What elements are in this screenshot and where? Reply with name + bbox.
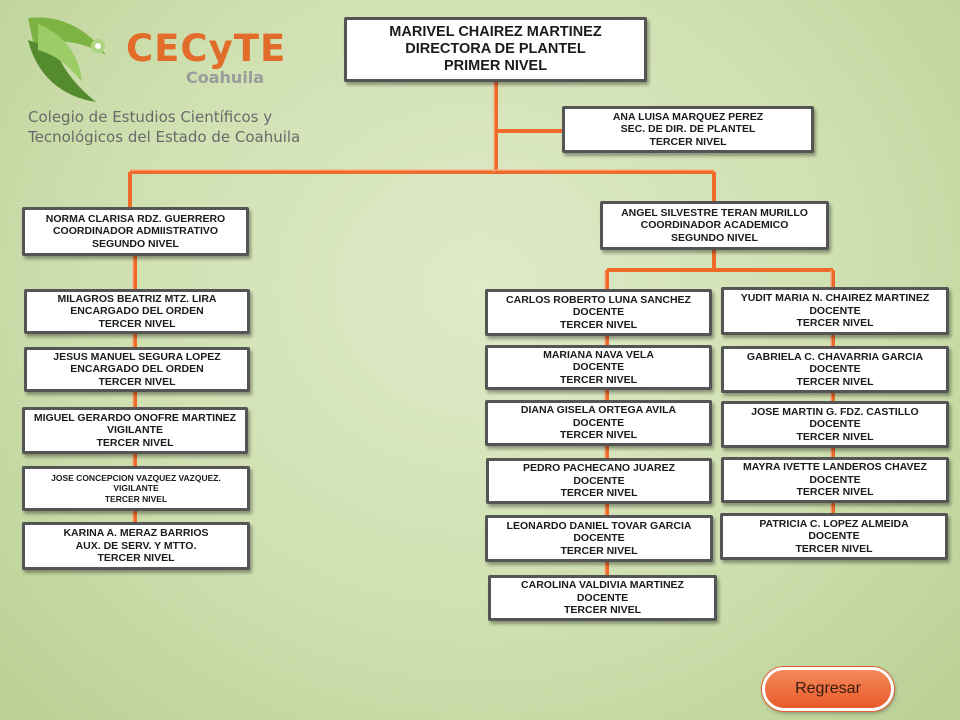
node-level: TERCER NIVEL	[104, 493, 168, 504]
org-node-teacher: PEDRO PACHECANO JUAREZ DOCENTE TERCER NI…	[486, 458, 712, 504]
node-role: DOCENTE	[576, 591, 629, 604]
node-name: MIGUEL GERARDO ONOFRE MARTINEZ	[33, 411, 237, 424]
node-name: PATRICIA C. LOPEZ ALMEIDA	[759, 517, 909, 530]
node-level: TERCER NIVEL	[796, 317, 874, 330]
org-node-director: MARIVEL CHAIREZ MARTINEZ DIRECTORA DE PL…	[344, 17, 647, 82]
node-name: MILAGROS BEATRIZ MTZ. LIRA	[57, 292, 217, 305]
org-node-teacher: LEONARDO DANIEL TOVAR GARCIA DOCENTE TER…	[485, 515, 713, 562]
back-button[interactable]: Regresar	[762, 667, 894, 711]
node-role: ENCARGADO DEL ORDEN	[70, 305, 204, 318]
node-level: TERCER NIVEL	[559, 373, 637, 386]
cecyte-logo: CECyTE Coahuila Colegio de Estudios Cien…	[18, 10, 300, 150]
node-name: JOSE MARTIN G. FDZ. CASTILLO	[751, 405, 919, 418]
org-node-teacher: YUDIT MARIA N. CHAIREZ MARTINEZ DOCENTE …	[721, 287, 949, 335]
org-node-admin-staff: KARINA A. MERAZ BARRIOS AUX. DE SERV. Y …	[22, 522, 250, 570]
org-node-academic-coordinator: ANGEL SILVESTRE TERAN MURILLO COORDINADO…	[600, 201, 829, 250]
node-name: GABRIELA C. CHAVARRIA GARCIA	[746, 350, 924, 363]
node-role: DOCENTE	[573, 532, 625, 545]
org-node-teacher: PATRICIA C. LOPEZ ALMEIDA DOCENTE TERCER…	[720, 513, 948, 560]
org-node-admin-staff: JESUS MANUEL SEGURA LOPEZ ENCARGADO DEL …	[24, 347, 250, 392]
org-node-teacher: JOSE MARTIN G. FDZ. CASTILLO DOCENTE TER…	[721, 401, 949, 448]
institution-line: Tecnológicos del Estado de Coahuila	[28, 128, 301, 146]
node-role: VIGILANTE	[113, 483, 159, 494]
node-level: TERCER NIVEL	[559, 318, 637, 331]
node-role: DOCENTE	[573, 474, 625, 487]
institution-name: Colegio de Estudios Científicos y Tecnol…	[28, 107, 301, 147]
org-node-teacher: GABRIELA C. CHAVARRIA GARCIA DOCENTE TER…	[721, 346, 949, 393]
org-node-admin-coordinator: NORMA CLARISA RDZ. GUERRERO COORDINADOR …	[22, 207, 249, 256]
node-role: SEC. DE DIR. DE PLANTEL	[620, 123, 756, 136]
node-role: DIRECTORA DE PLANTEL	[405, 41, 586, 57]
node-name: MARIANA NAVA VELA	[543, 348, 654, 361]
node-name: MAYRA IVETTE LANDEROS CHAVEZ	[743, 461, 927, 474]
node-level: TERCER NIVEL	[796, 486, 874, 499]
org-node-admin-staff: MIGUEL GERARDO ONOFRE MARTINEZ VIGILANTE…	[22, 407, 248, 454]
node-name: JOSE CONCEPCION VAZQUEZ VAZQUEZ.	[51, 472, 221, 483]
cecyte-emblem-icon	[28, 17, 106, 102]
node-role: ENCARGADO DEL ORDEN	[70, 363, 204, 376]
node-name: PEDRO PACHECANO JUAREZ	[522, 462, 676, 475]
node-name: CARLOS ROBERTO LUNA SANCHEZ	[506, 293, 691, 306]
node-name: CAROLINA VALDIVIA MARTINEZ	[521, 579, 684, 592]
node-level: TERCER NIVEL	[563, 604, 641, 617]
node-name: JESUS MANUEL SEGURA LOPEZ	[53, 350, 221, 363]
node-role: COORDINADOR ADMIISTRATIVO	[52, 225, 219, 238]
node-role: AUX. DE SERV. Y MTTO.	[75, 539, 197, 552]
node-role: DOCENTE	[809, 418, 861, 431]
org-node-teacher: MAYRA IVETTE LANDEROS CHAVEZ DOCENTE TER…	[721, 457, 949, 503]
node-level: TERCER NIVEL	[560, 544, 638, 557]
node-role: COORDINADOR ACADEMICO	[640, 219, 789, 232]
node-level: TERCER NIVEL	[796, 375, 874, 388]
org-node-teacher: CAROLINA VALDIVIA MARTINEZ DOCENTE TERCE…	[488, 575, 717, 621]
institution-line: Colegio de Estudios Científicos y	[28, 108, 273, 126]
node-role: VIGILANTE	[106, 424, 163, 437]
node-role: DOCENTE	[808, 530, 860, 543]
node-name: NORMA CLARISA RDZ. GUERRERO	[45, 212, 226, 225]
node-name: LEONARDO DANIEL TOVAR GARCIA	[506, 519, 692, 532]
org-node-secretary: ANA LUISA MARQUEZ PEREZ SEC. DE DIR. DE …	[562, 106, 814, 153]
node-role: DOCENTE	[809, 473, 861, 486]
node-role: DOCENTE	[809, 363, 861, 376]
node-role: DOCENTE	[809, 304, 861, 317]
node-level: SEGUNDO NIVEL	[671, 231, 758, 244]
org-node-admin-staff: JOSE CONCEPCION VAZQUEZ VAZQUEZ. VIGILAN…	[22, 466, 250, 511]
node-name: YUDIT MARIA N. CHAIREZ MARTINEZ	[740, 292, 930, 305]
node-name: ANA LUISA MARQUEZ PEREZ	[612, 110, 764, 123]
node-level: TERCER NIVEL	[98, 317, 176, 330]
brand-subtitle: Coahuila	[186, 68, 265, 87]
org-node-teacher: CARLOS ROBERTO LUNA SANCHEZ DOCENTE TERC…	[485, 289, 712, 336]
node-role: DOCENTE	[572, 361, 625, 374]
node-level: TERCER NIVEL	[98, 375, 176, 388]
node-level: TERCER NIVEL	[649, 135, 727, 148]
node-level: TERCER NIVEL	[97, 552, 175, 565]
node-name: ANGEL SILVESTRE TERAN MURILLO	[621, 206, 808, 219]
node-name: KARINA A. MERAZ BARRIOS	[63, 527, 209, 540]
org-node-teacher: MARIANA NAVA VELA DOCENTE TERCER NIVEL	[485, 345, 712, 390]
node-level: TERCER NIVEL	[795, 542, 873, 555]
node-level: TERCER NIVEL	[559, 429, 637, 442]
node-level: TERCER NIVEL	[796, 430, 874, 443]
node-name: MARIVEL CHAIREZ MARTINEZ	[389, 24, 602, 40]
org-node-admin-staff: MILAGROS BEATRIZ MTZ. LIRA ENCARGADO DEL…	[24, 289, 250, 334]
node-level: PRIMER NIVEL	[443, 58, 548, 74]
node-level: TERCER NIVEL	[560, 487, 638, 500]
node-level: TERCER NIVEL	[96, 436, 174, 449]
node-role: DOCENTE	[572, 306, 625, 319]
brand-name: CECyTE	[126, 27, 287, 70]
node-level: SEGUNDO NIVEL	[92, 237, 179, 250]
node-role: DOCENTE	[572, 416, 625, 429]
node-name: DIANA GISELA ORTEGA AVILA	[520, 404, 677, 417]
org-node-teacher: DIANA GISELA ORTEGA AVILA DOCENTE TERCER…	[485, 400, 712, 446]
